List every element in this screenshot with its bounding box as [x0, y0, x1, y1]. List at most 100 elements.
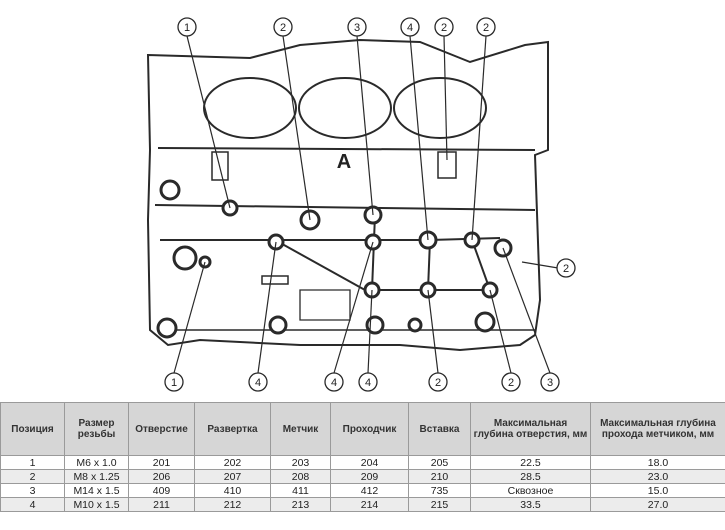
callout-circle	[540, 372, 560, 392]
cylinder-bore-1	[203, 77, 297, 139]
table-row: 1 M6 x 1.0 201 202 203 204 205 22.5 18.0	[0, 455, 725, 470]
col-header: Проходчик	[330, 402, 409, 456]
leader-line	[443, 35, 448, 161]
leader-line	[367, 289, 373, 374]
callout-number: 2	[483, 22, 489, 34]
cell-max-hole-depth: 33.5	[470, 497, 591, 512]
callout-circle	[400, 17, 420, 37]
cell-tap: 213	[270, 497, 331, 512]
callout-circle	[248, 372, 268, 392]
cell-position: 3	[0, 483, 65, 498]
cylinder-bore-3	[393, 77, 487, 139]
cell-insert: 210	[408, 469, 471, 484]
cell-max-tap-depth: 27.0	[590, 497, 725, 512]
cell-reamer: 202	[194, 455, 271, 470]
leader-line	[521, 261, 559, 269]
cell-tap: 411	[270, 483, 331, 498]
col-header: Максимальная глубина прохода метчиком, м…	[590, 402, 725, 456]
callout-number: 4	[407, 22, 413, 34]
leader-line	[186, 35, 231, 209]
table-header-row: Позиция Размер резьбы Отверстие Развертк…	[0, 402, 725, 456]
leader-line	[489, 289, 512, 374]
leader-line	[257, 241, 277, 374]
cell-hole: 409	[128, 483, 195, 498]
leader-line	[333, 241, 374, 374]
casting-line	[437, 151, 457, 179]
callout-circle	[273, 17, 293, 37]
col-header: Размер резьбы	[64, 402, 129, 456]
cell-insert: 215	[408, 497, 471, 512]
callout-number: 2	[435, 377, 441, 389]
cell-reamer: 410	[194, 483, 271, 498]
col-header: Позиция	[0, 402, 65, 456]
leader-line	[409, 35, 429, 241]
col-header: Развертка	[194, 402, 271, 456]
callout-number: 4	[365, 377, 371, 389]
cell-thread-size: M14 x 1.5	[64, 483, 129, 498]
callout-number: 2	[563, 263, 569, 275]
cell-position: 2	[0, 469, 65, 484]
casting-line	[261, 275, 289, 285]
cell-max-hole-depth: 28.5	[470, 469, 591, 484]
cell-hole: 201	[128, 455, 195, 470]
cell-max-tap-depth: 15.0	[590, 483, 725, 498]
hole	[172, 245, 198, 271]
callout-circle	[177, 17, 197, 37]
leader-line	[502, 247, 551, 374]
cylinder-bore-2	[298, 77, 392, 139]
callout-circle	[434, 17, 454, 37]
casting-line	[160, 237, 501, 241]
cell-position: 4	[0, 497, 65, 512]
leader-line	[427, 289, 439, 374]
callout-circle	[164, 372, 184, 392]
table-row: 2 M8 x 1.25 206 207 208 209 210 28.5 23.…	[0, 469, 725, 484]
cell-reamer: 207	[194, 469, 271, 484]
table-row: 4 M10 x 1.5 211 212 213 214 215 33.5 27.…	[0, 497, 725, 512]
cell-max-tap-depth: 23.0	[590, 469, 725, 484]
thread-spec-table-wrap: Позиция Размер резьбы Отверстие Развертк…	[0, 402, 725, 512]
engine-block-diagram: 1 2 3 4 2 2 2 1 4 4 4 2 2 3 A	[146, 17, 576, 392]
leader-line	[173, 261, 206, 374]
callout-circle	[347, 17, 367, 37]
block-outline	[146, 38, 549, 352]
callout-circle	[476, 17, 496, 37]
callout-number: 4	[331, 377, 337, 389]
callout-number: 2	[441, 22, 447, 34]
callout-circle	[358, 372, 378, 392]
hole	[268, 315, 288, 335]
callout-circle	[324, 372, 344, 392]
cell-tap: 208	[270, 469, 331, 484]
cell-pass-tap: 214	[330, 497, 409, 512]
cell-position: 1	[0, 455, 65, 470]
bay-mark: A	[337, 151, 351, 173]
cell-thread-size: M8 x 1.25	[64, 469, 129, 484]
cell-hole: 211	[128, 497, 195, 512]
cell-thread-size: M6 x 1.0	[64, 455, 129, 470]
casting-line	[299, 289, 351, 321]
leader-line	[282, 35, 311, 221]
col-header: Отверстие	[128, 402, 195, 456]
callout-circle	[501, 372, 521, 392]
callout-number: 4	[255, 377, 261, 389]
callout-number: 2	[280, 22, 286, 34]
casting-line	[274, 239, 366, 291]
callout-number: 3	[547, 377, 553, 389]
casting-line	[154, 204, 536, 211]
cell-insert: 205	[408, 455, 471, 470]
casting-line	[471, 239, 491, 291]
col-header: Максимальная глубина отверстия, мм	[470, 402, 591, 456]
casting-line	[371, 214, 376, 291]
col-header: Метчик	[270, 402, 331, 456]
leader-line	[471, 35, 487, 241]
hole	[365, 315, 385, 335]
cell-hole: 206	[128, 469, 195, 484]
callout-number: 3	[354, 22, 360, 34]
cell-pass-tap: 209	[330, 469, 409, 484]
callout-number: 1	[184, 22, 190, 34]
casting-line	[211, 151, 229, 181]
cell-max-hole-depth: Сквозное	[470, 483, 591, 498]
table-row: 3 M14 x 1.5 409 410 411 412 735 Сквозное…	[0, 483, 725, 498]
cell-max-hole-depth: 22.5	[470, 455, 591, 470]
callout-number: 2	[508, 377, 514, 389]
hole	[474, 311, 496, 333]
